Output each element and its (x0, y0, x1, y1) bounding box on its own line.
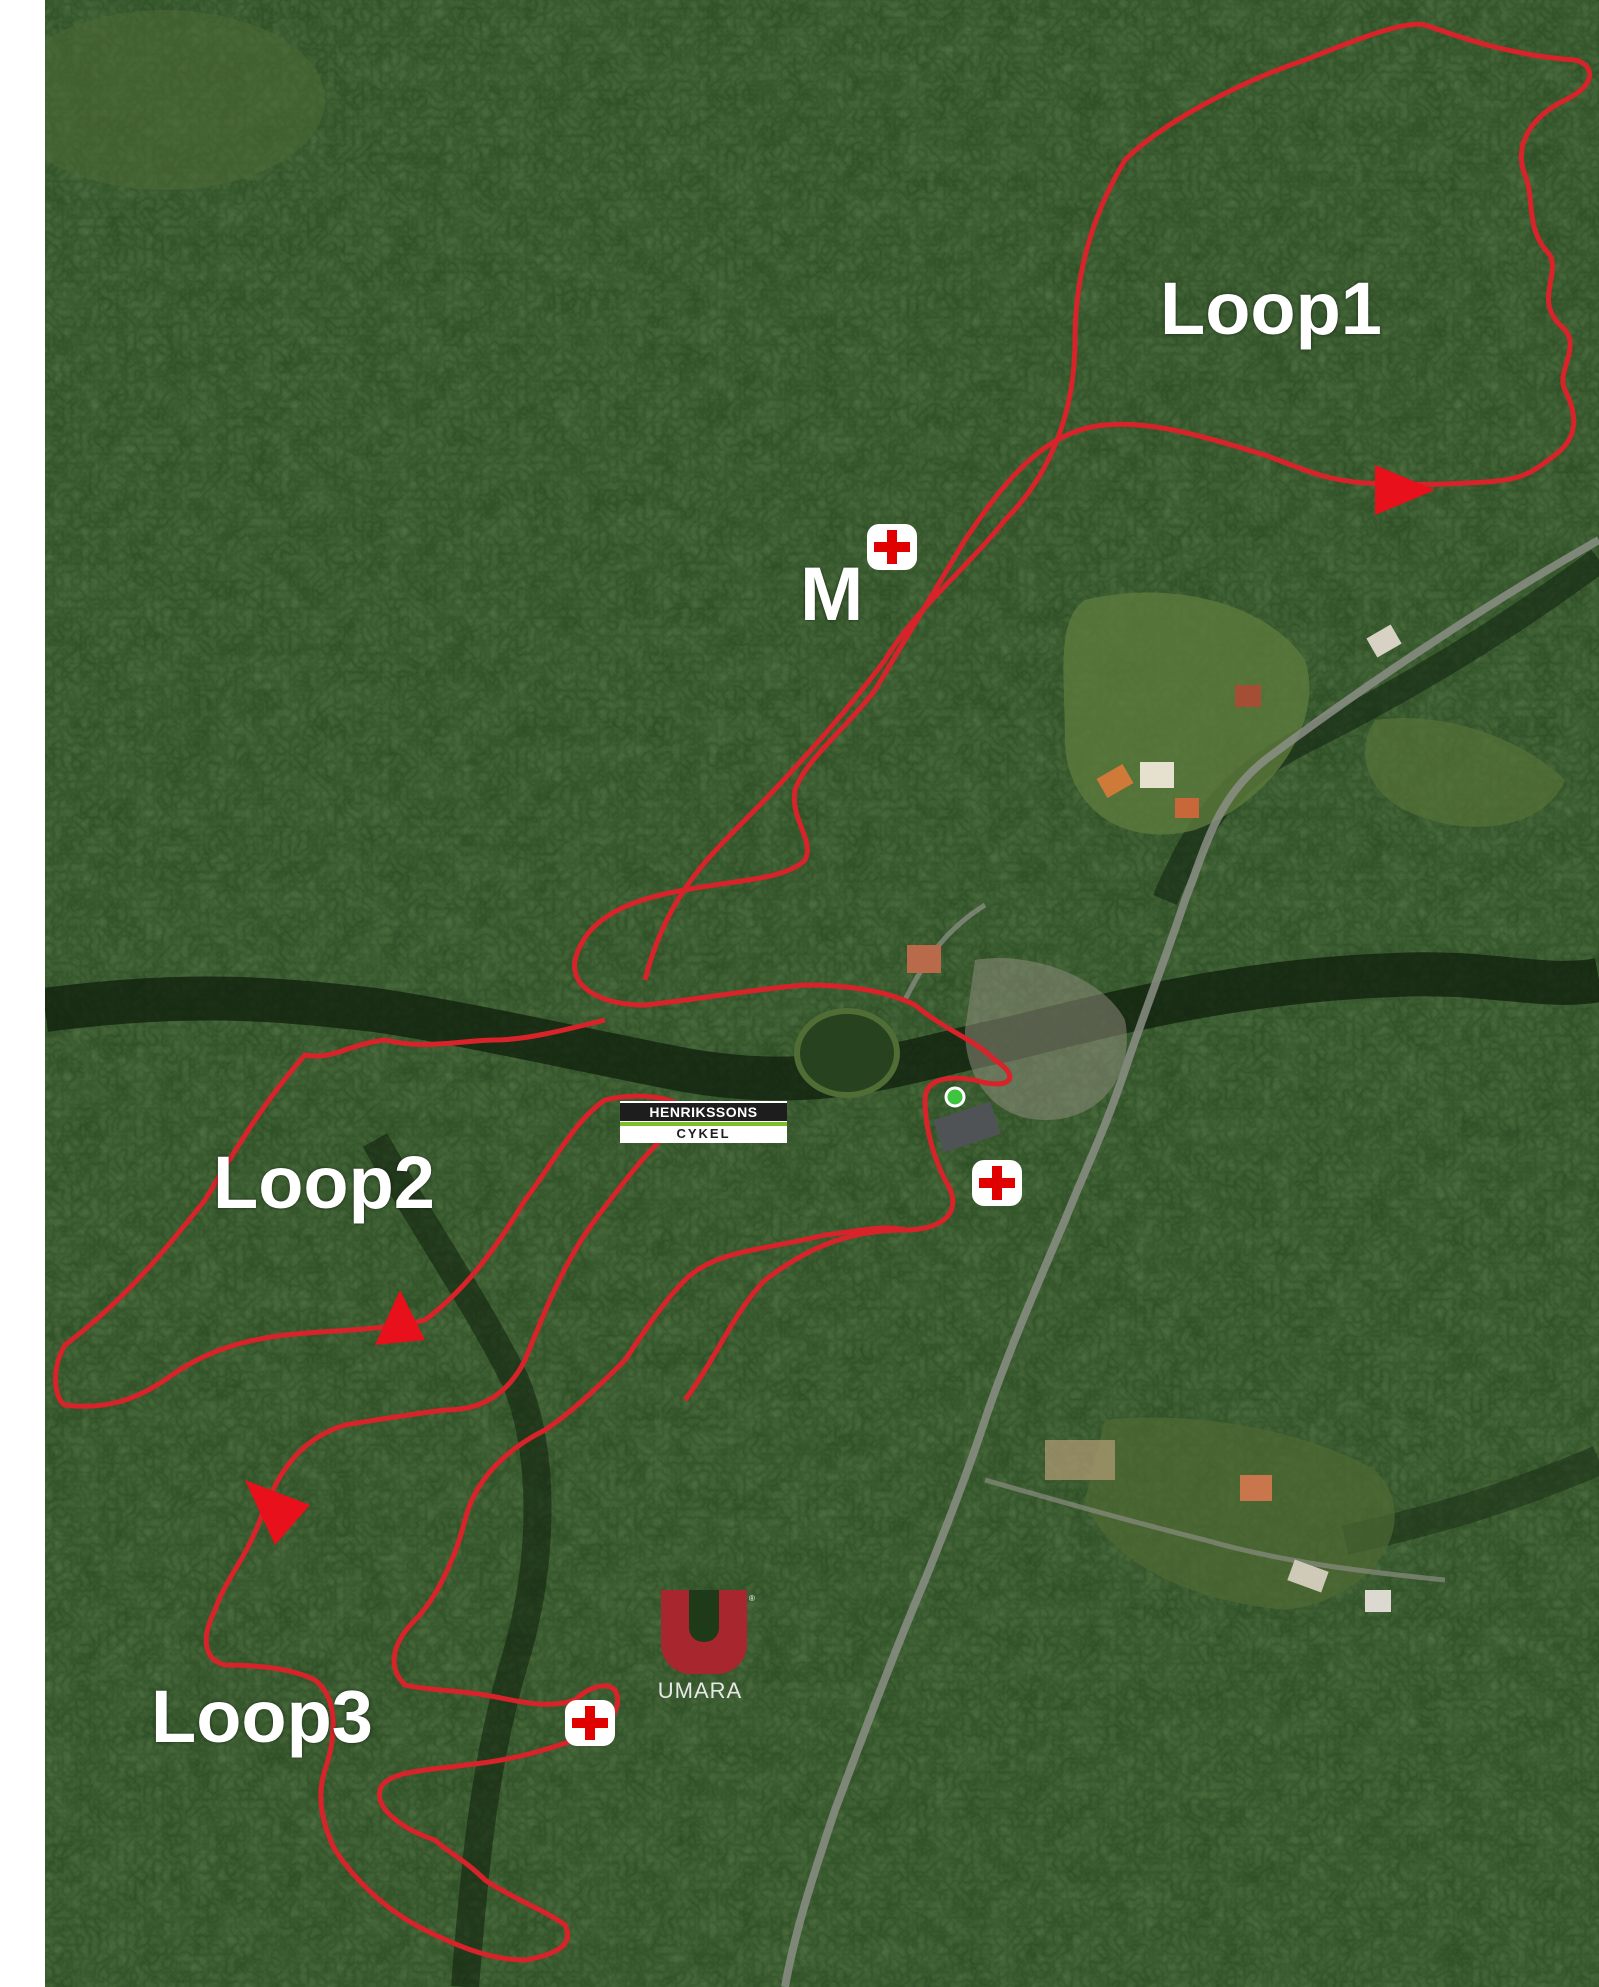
building (1235, 685, 1261, 707)
building (1045, 1440, 1115, 1480)
henrikssons-logo-bar (620, 1122, 787, 1126)
stream (1153, 549, 1599, 906)
building (1366, 624, 1402, 658)
loop-label: Loop1 (1160, 267, 1382, 350)
route-loop3 (203, 1225, 906, 1963)
henrikssons-logo-line1: HENRIKSSONS (620, 1103, 787, 1121)
umara-logo: ® UMARA (625, 1590, 775, 1710)
marker-m-label: M (800, 552, 864, 637)
building (1365, 1590, 1391, 1612)
road (781, 536, 1599, 1987)
umara-u-icon (661, 1590, 747, 1674)
route-connector (572, 688, 1013, 1402)
red-cross-icon (972, 1160, 1022, 1206)
farmland (1365, 718, 1565, 827)
henrikssons-logo-line2: CYKEL (676, 1126, 731, 1141)
aerial-map: Loop1 Loop2 Loop3 M HENRIKSSONS CYKEL ® … (45, 0, 1599, 1987)
building (1175, 798, 1199, 818)
building (907, 945, 941, 973)
direction-arrow (245, 1480, 310, 1545)
umara-logo-name: UMARA (657, 1678, 743, 1703)
direction-arrow (375, 1290, 425, 1345)
road (984, 1477, 1446, 1583)
route-loop2 (53, 1017, 689, 1521)
building (1287, 1559, 1329, 1593)
building (1096, 763, 1134, 799)
red-cross-icon (565, 1700, 615, 1746)
building (933, 1101, 1001, 1153)
map-canvas (45, 0, 1599, 1987)
clearing (45, 10, 325, 190)
green-circle-icon (944, 1086, 966, 1108)
stream (362, 1133, 552, 1987)
henrikssons-logo: HENRIKSSONS CYKEL (620, 1101, 787, 1143)
loop-label: Loop3 (151, 1675, 373, 1758)
loop-label: Loop2 (213, 1141, 435, 1224)
gravel-yard (965, 958, 1127, 1120)
pond (794, 1008, 900, 1098)
building (1140, 762, 1174, 788)
building (1240, 1475, 1272, 1501)
red-cross-icon (867, 524, 917, 570)
umara-tm: ® (749, 1594, 755, 1603)
direction-arrow (1375, 465, 1435, 515)
route-loop1 (642, 21, 1593, 981)
